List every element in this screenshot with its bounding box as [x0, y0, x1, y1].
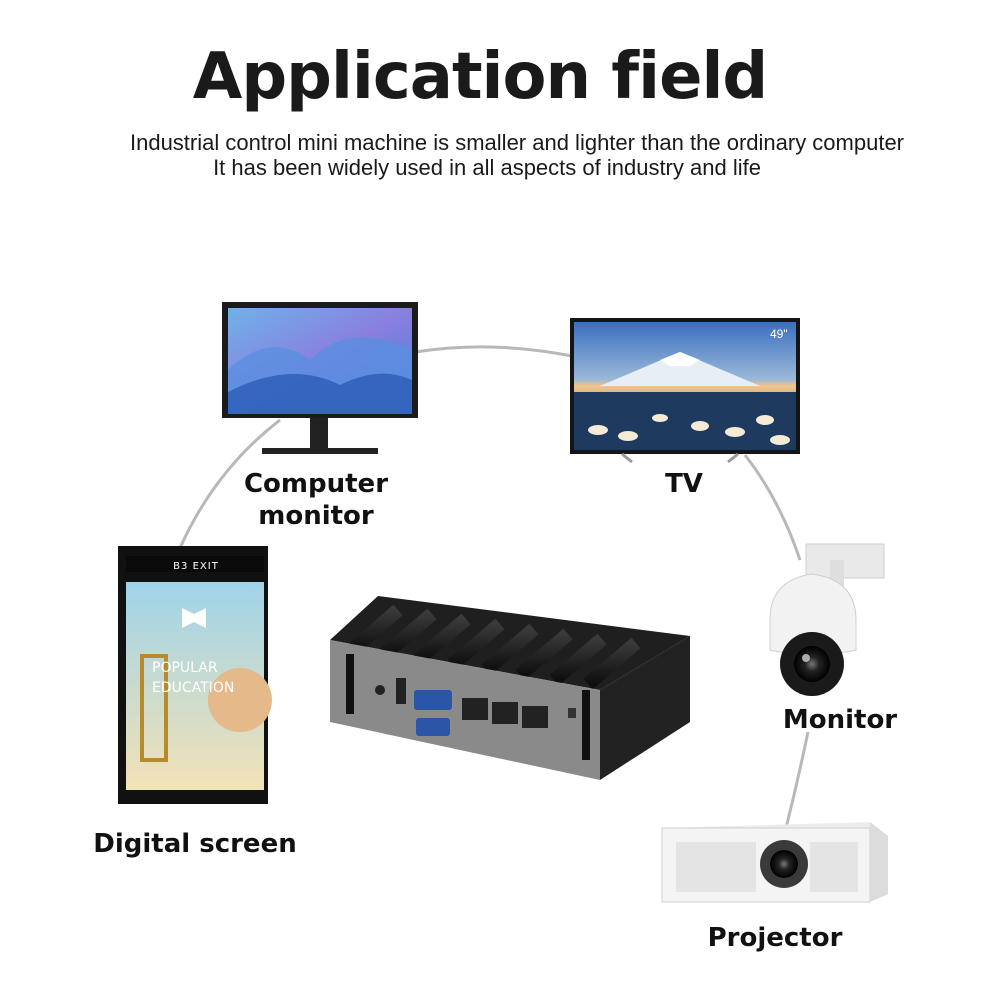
subtitle-line-2: It has been widely used in all aspects o…	[213, 155, 761, 180]
label-computer-monitor: Computer monitor	[243, 469, 389, 531]
connector-monitor-tv	[415, 345, 573, 358]
computer-monitor-icon	[222, 302, 418, 454]
screen-headline-2: EDUCATION	[152, 680, 234, 696]
label-digital-screen: Digital screen	[93, 829, 297, 859]
connector-monitor-screen	[178, 418, 281, 549]
connector-camera-projector	[784, 731, 810, 829]
camera-icon	[769, 543, 885, 696]
label-tv: TV	[665, 469, 703, 499]
tv-size-badge: 49"	[770, 327, 788, 341]
tv-icon	[570, 318, 800, 464]
label-projector: Projector	[707, 923, 843, 953]
connector-tv-camera	[743, 454, 802, 561]
connector-lines	[178, 345, 810, 829]
subtitle-line-1: Industrial control mini machine is small…	[129, 130, 905, 155]
label-monitor: Monitor	[782, 705, 898, 735]
projector-icon	[661, 822, 888, 903]
mini-pc-icon	[330, 596, 690, 780]
screen-headline-1: POPULAR	[152, 660, 218, 676]
digital-screen-icon	[118, 546, 272, 804]
page-title: Application field	[192, 40, 768, 114]
exit-sign-text: B3 EXIT	[173, 561, 219, 572]
